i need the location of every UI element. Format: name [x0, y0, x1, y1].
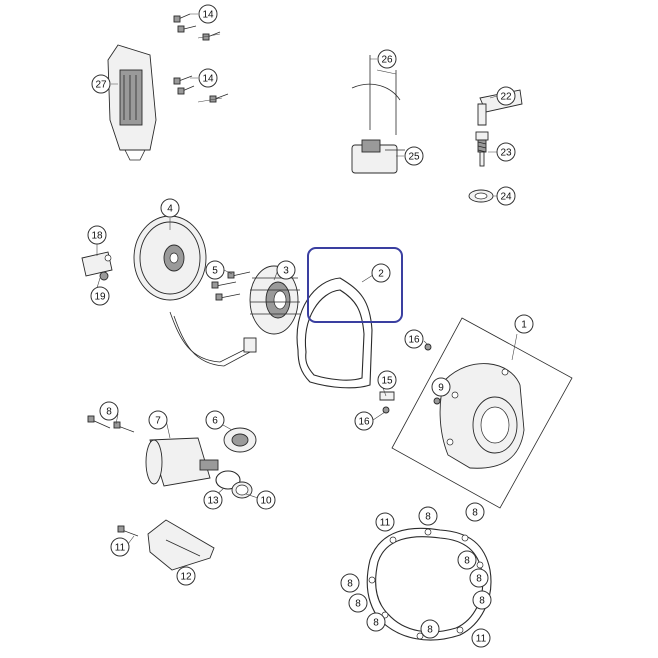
- callout-15: 15: [377, 370, 397, 390]
- callout-8-gasket-5: 8: [472, 590, 492, 610]
- callout-8-gasket-9: 8: [420, 619, 440, 639]
- callout-22: 22: [496, 86, 516, 106]
- callout-14-mid: 14: [198, 68, 218, 88]
- svg-text:8: 8: [472, 508, 478, 519]
- callout-11-gasket-bottom: 11: [471, 628, 491, 648]
- svg-text:8: 8: [476, 574, 482, 585]
- svg-text:13: 13: [207, 496, 219, 507]
- callout-14-top: 14: [198, 4, 218, 24]
- callout-25: 25: [404, 146, 424, 166]
- callout-3: 3: [276, 260, 296, 280]
- callout-6: 6: [205, 410, 225, 430]
- regulator-unit: [107, 44, 157, 161]
- callout-8-gasket-3: 8: [457, 550, 477, 570]
- callout-18: 18: [87, 225, 107, 245]
- svg-text:11: 11: [380, 518, 391, 529]
- svg-text:8: 8: [106, 407, 112, 418]
- callout-27: 27: [91, 74, 111, 94]
- svg-text:7: 7: [155, 416, 161, 427]
- svg-text:14: 14: [202, 74, 214, 85]
- svg-text:18: 18: [91, 231, 103, 242]
- callout-8-gasket-7: 8: [348, 593, 368, 613]
- svg-text:6: 6: [212, 416, 218, 427]
- callout-4: 4: [160, 198, 180, 218]
- svg-text:8: 8: [464, 556, 470, 567]
- callout-8-gasket-8: 8: [366, 612, 386, 632]
- svg-text:1: 1: [521, 320, 527, 331]
- svg-text:16: 16: [358, 417, 370, 428]
- callout-8-gasket-2: 8: [465, 502, 485, 522]
- callout-13: 13: [203, 490, 223, 510]
- svg-text:27: 27: [95, 80, 107, 91]
- callout-11-left: 11: [110, 537, 130, 557]
- ignition-coil: [351, 55, 405, 174]
- cover-gasket: [296, 277, 373, 389]
- svg-text:23: 23: [500, 148, 512, 159]
- bushing: [231, 481, 253, 499]
- screw-group-8-left: [87, 415, 135, 433]
- callout-19: 19: [90, 286, 110, 306]
- pickup-sensor: [81, 251, 113, 281]
- callout-11-gasket-top: 11: [375, 512, 395, 532]
- svg-text:25: 25: [408, 152, 420, 163]
- svg-text:8: 8: [373, 618, 379, 629]
- svg-text:5: 5: [212, 266, 218, 277]
- screw-group-14-top: [173, 13, 221, 41]
- callout-26: 26: [377, 49, 397, 69]
- callout-8-gasket-1: 8: [418, 506, 438, 526]
- svg-text:22: 22: [500, 92, 512, 103]
- svg-text:16: 16: [408, 335, 420, 346]
- svg-text:24: 24: [500, 192, 512, 203]
- screw-11: [117, 525, 139, 537]
- svg-text:8: 8: [425, 512, 431, 523]
- screw-group-5: [211, 271, 251, 301]
- starter-motor: [145, 437, 219, 487]
- svg-text:8: 8: [479, 596, 485, 607]
- svg-text:8: 8: [347, 579, 353, 590]
- callout-12: 12: [176, 566, 196, 586]
- o-ring: [215, 470, 241, 490]
- svg-text:14: 14: [202, 10, 214, 21]
- callout-8-starter: 8: [99, 401, 119, 421]
- callout-16-top: 16: [404, 329, 424, 349]
- svg-text:11: 11: [476, 634, 487, 645]
- svg-text:12: 12: [180, 572, 192, 583]
- spark-plug-group: [468, 89, 523, 203]
- svg-text:26: 26: [381, 55, 393, 66]
- svg-text:11: 11: [115, 543, 126, 554]
- callout-9: 9: [431, 377, 451, 397]
- svg-text:19: 19: [94, 292, 106, 303]
- callout-8-gasket-6: 8: [340, 573, 360, 593]
- guard-plate: [147, 519, 215, 571]
- ignition-cover: [391, 317, 573, 509]
- callout-2: 2: [371, 263, 391, 283]
- leader-lines: [96, 13, 518, 577]
- svg-text:8: 8: [427, 625, 433, 636]
- svg-text:2: 2: [378, 269, 384, 280]
- svg-text:8: 8: [355, 599, 361, 610]
- callout-24: 24: [496, 186, 516, 206]
- highlight-box: [307, 247, 403, 323]
- stator-assembly: [169, 265, 300, 367]
- callout-5: 5: [205, 260, 225, 280]
- callout-8-gasket-4: 8: [469, 568, 489, 588]
- svg-text:4: 4: [167, 204, 173, 215]
- flywheel: [133, 215, 207, 301]
- callout-23: 23: [496, 142, 516, 162]
- small-screws-cover: [379, 343, 441, 414]
- callout-16-bottom: 16: [354, 411, 374, 431]
- callout-7: 7: [148, 410, 168, 430]
- callout-1: 1: [514, 314, 534, 334]
- svg-text:10: 10: [260, 496, 272, 507]
- starter-gear: [223, 427, 257, 453]
- svg-text:3: 3: [283, 266, 289, 277]
- callout-10: 10: [256, 490, 276, 510]
- svg-text:15: 15: [381, 376, 393, 387]
- svg-text:9: 9: [438, 383, 444, 394]
